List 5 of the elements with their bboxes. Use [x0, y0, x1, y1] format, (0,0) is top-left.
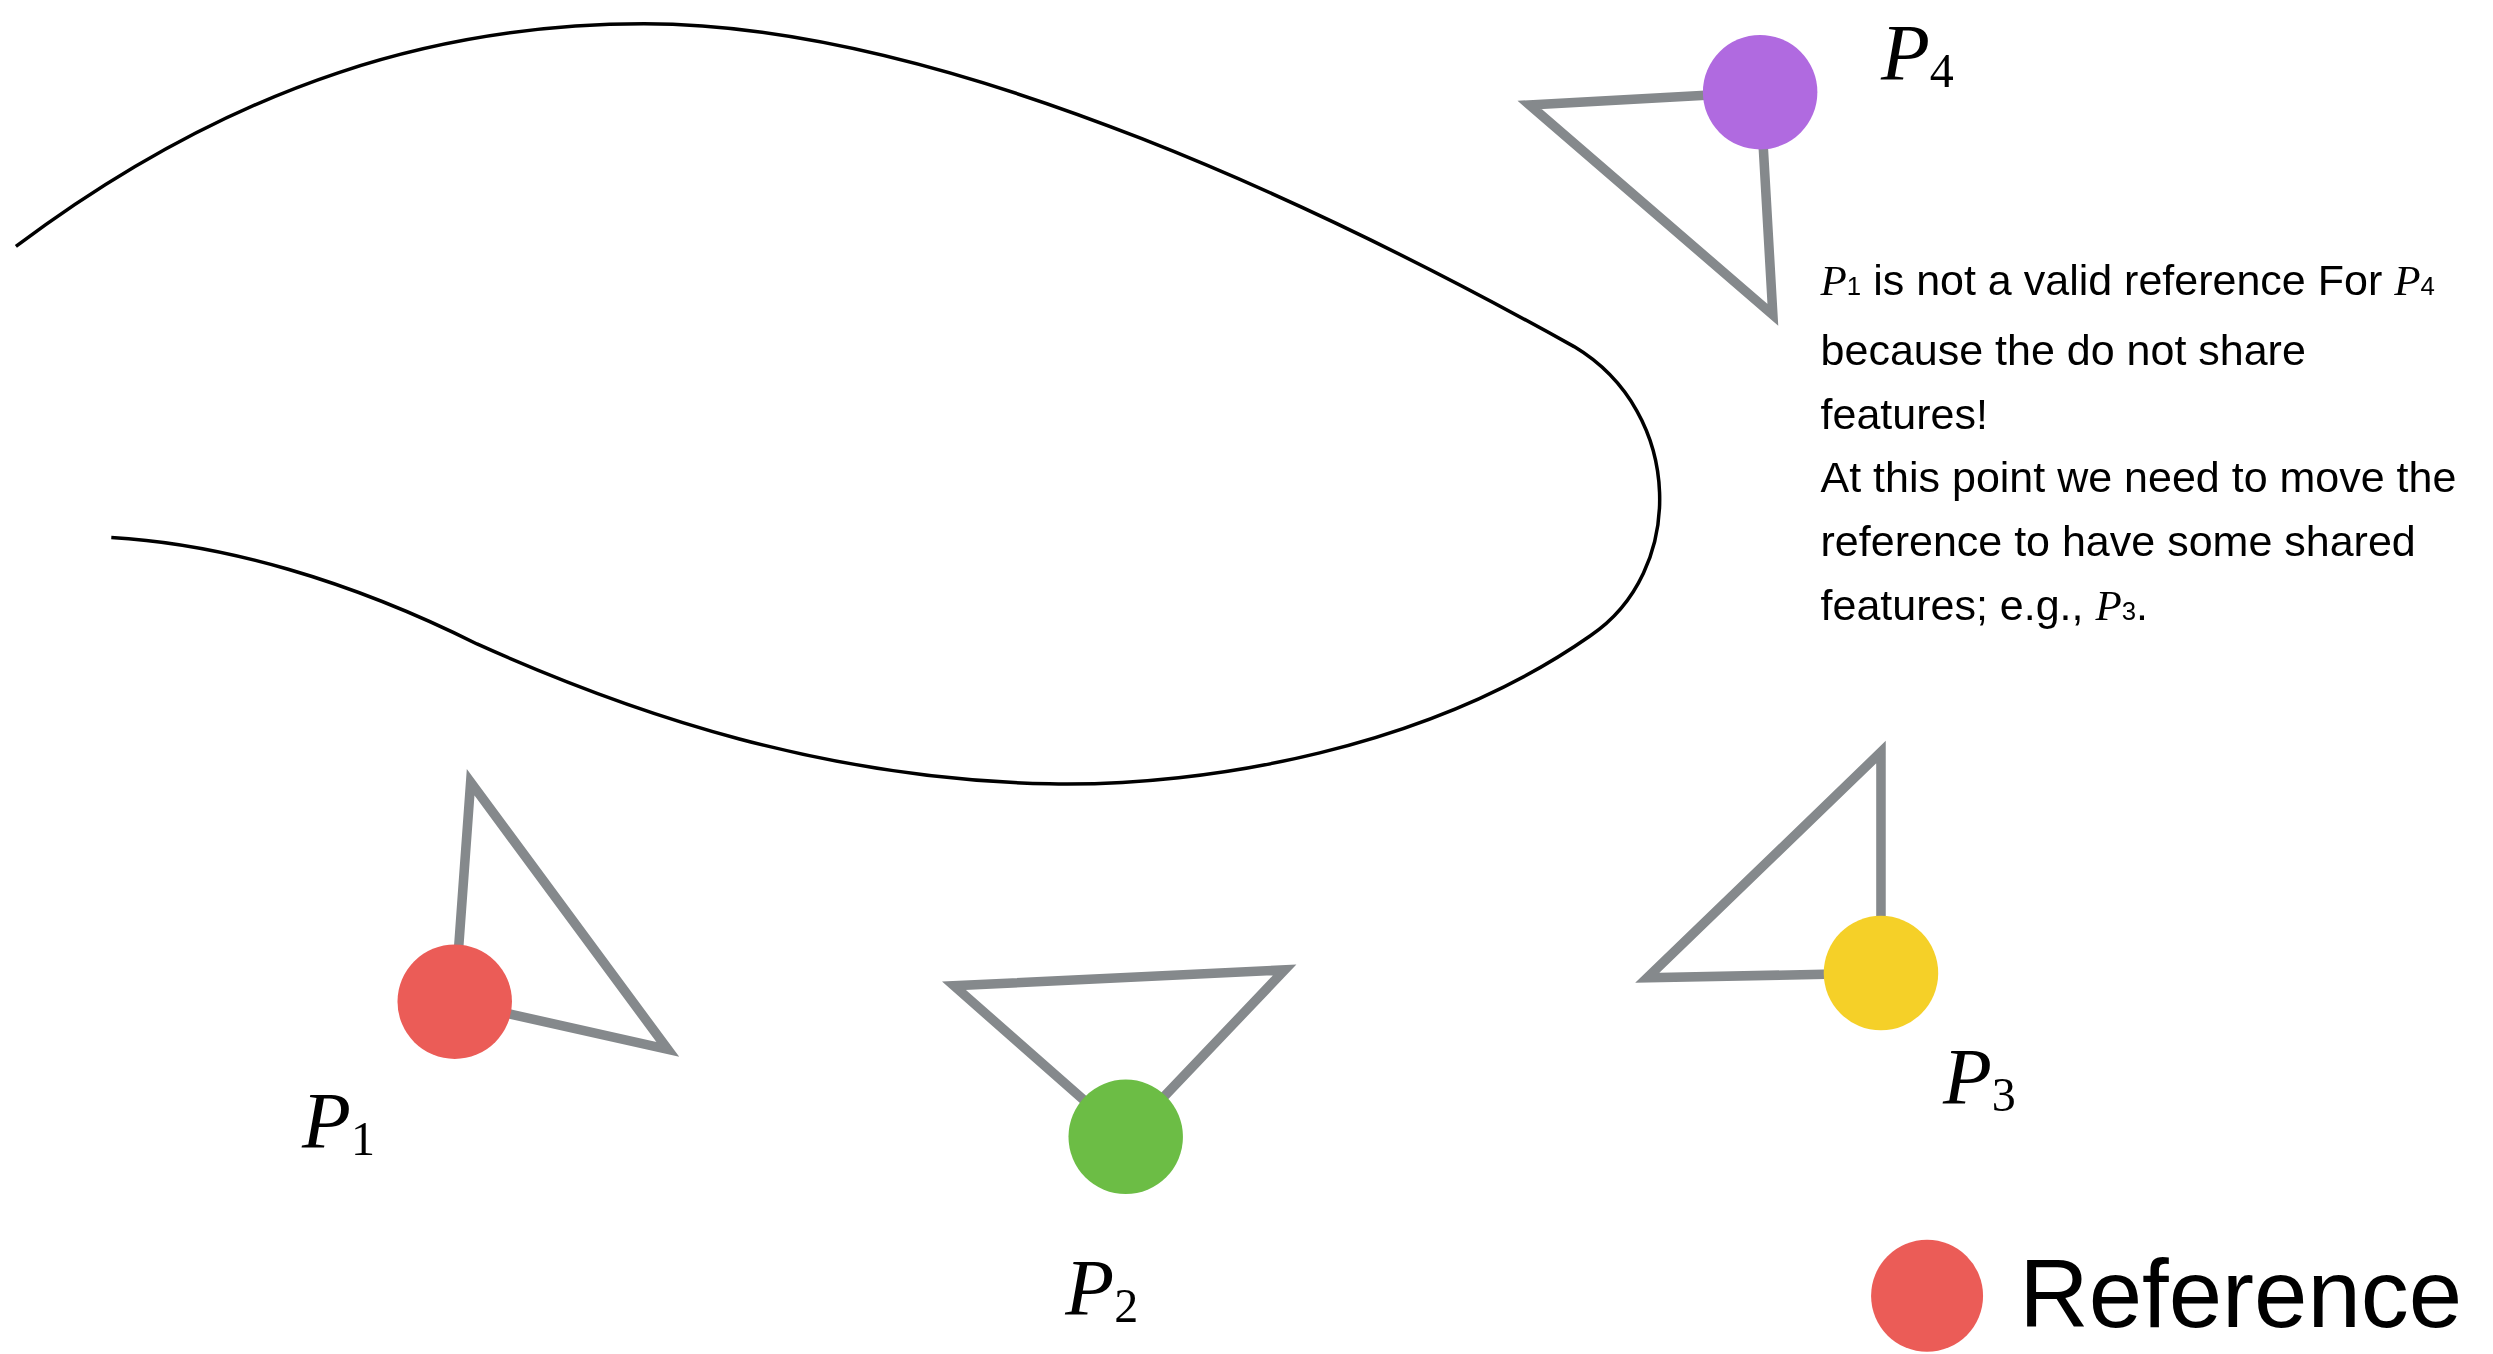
camera-label: P$_{2}$ — [1065, 1248, 1139, 1331]
camera-label: P$_{1}$ — [302, 1081, 375, 1164]
legend-label: Reference — [2019, 1245, 2463, 1342]
camera-label: P$_{3}$ — [1942, 1036, 2016, 1119]
camera-label: P$_{4}$ — [1880, 12, 1954, 95]
